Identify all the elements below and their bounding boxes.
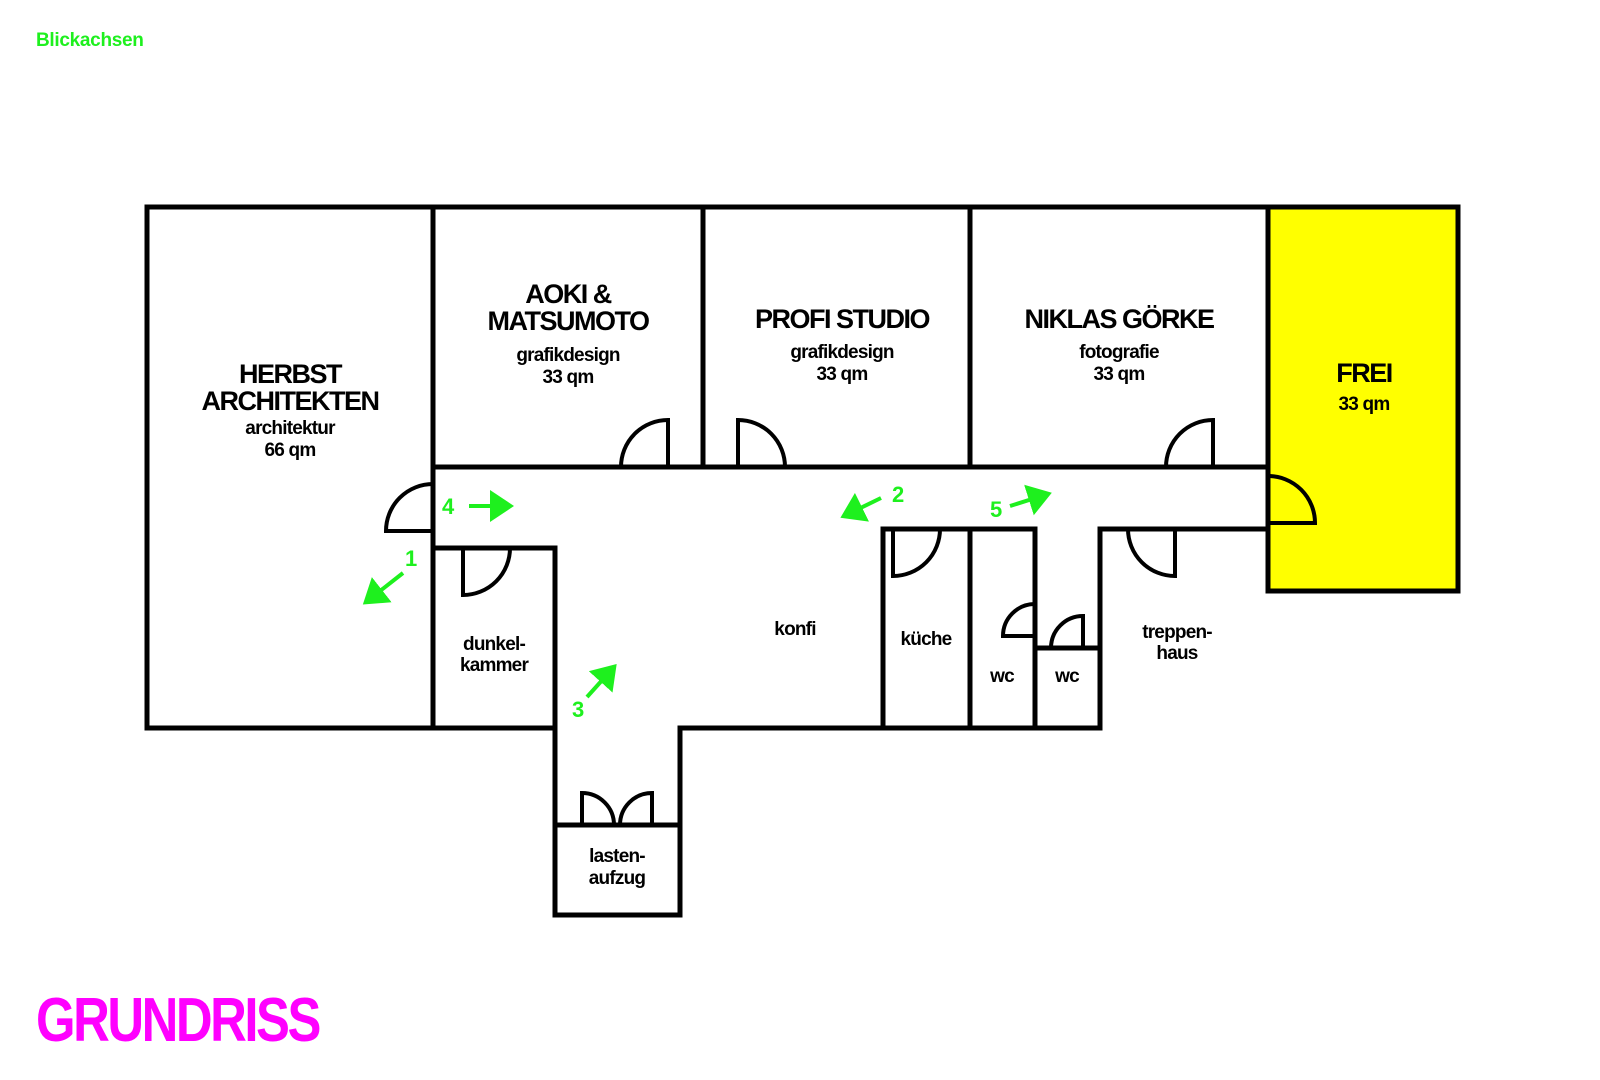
door-wc2 — [1049, 613, 1085, 649]
room-lastenaufzug-line2: aufzug — [589, 868, 646, 889]
sightline-number-5: 5 — [990, 497, 1002, 522]
door-niklas — [1164, 417, 1215, 468]
room-herbst-type: architektur — [245, 418, 336, 439]
grundriss-title: GRUNDRISS — [36, 986, 321, 1055]
room-dunkelkammer-line2: kammer — [460, 655, 529, 676]
room-profi-type: grafikdesign — [790, 342, 894, 363]
room-profi-name1: PROFI STUDIO — [755, 304, 930, 334]
door-herbst — [383, 482, 434, 533]
room-lastenaufzug-line1: lasten- — [589, 846, 645, 867]
room-frei-name1: FREI — [1336, 358, 1392, 388]
sightline-number-3: 3 — [572, 697, 584, 722]
room-aoki-area: 33 qm — [543, 367, 594, 388]
door-wc1 — [1000, 602, 1036, 638]
room-wc1-label: wc — [989, 666, 1015, 687]
room-konfi-label: konfi — [774, 619, 815, 640]
sightline-number-1: 1 — [405, 546, 417, 571]
door-dunkelkammer — [461, 547, 512, 598]
sightline-arrow-5 — [1009, 484, 1052, 516]
room-treppenhaus-line2: haus — [1156, 643, 1197, 664]
room-herbst-name2: ARCHITEKTEN — [202, 386, 379, 416]
room-frei-area: 33 qm — [1339, 394, 1390, 415]
door-aoki — [619, 417, 670, 468]
room-wc2-label: wc — [1054, 666, 1080, 687]
room-treppenhaus-line1: treppen- — [1142, 622, 1212, 643]
room-frei-fill — [1268, 207, 1458, 591]
room-profi-area: 33 qm — [817, 364, 868, 385]
sightline-arrow-1 — [362, 571, 405, 605]
room-aoki-name2: MATSUMOTO — [488, 306, 649, 336]
room-dunkelkammer-line1: dunkel- — [463, 634, 525, 655]
room-herbst-name1: HERBST — [239, 359, 343, 389]
room-kueche-label: küche — [901, 629, 952, 650]
walls — [144, 204, 1461, 918]
room-aoki-type: grafikdesign — [516, 345, 620, 366]
room-niklas-name1: NIKLAS GÖRKE — [1024, 304, 1214, 334]
doors — [383, 417, 1318, 826]
sightline-arrow-2 — [840, 492, 882, 522]
door-lift-right — [618, 790, 654, 826]
door-lift-left — [580, 790, 616, 826]
room-herbst-area: 66 qm — [265, 440, 316, 461]
door-treppenhaus — [1126, 528, 1177, 579]
door-frei — [1267, 474, 1318, 525]
room-niklas-area: 33 qm — [1094, 364, 1145, 385]
door-profi — [736, 417, 787, 468]
door-kueche — [891, 528, 942, 579]
sightline-number-4: 4 — [442, 494, 455, 519]
room-aoki-name1: AOKI & — [525, 279, 612, 309]
sightline-arrow-3 — [585, 664, 617, 699]
blickachsen-label: Blickachsen — [36, 30, 144, 51]
sightline-number-2: 2 — [892, 482, 904, 507]
room-labels: HERBST ARCHITEKTEN architektur 66 qm AOK… — [202, 279, 1394, 889]
sightlines: 1 2 3 4 5 — [362, 482, 1052, 722]
room-niklas-type: fotografie — [1079, 342, 1159, 363]
